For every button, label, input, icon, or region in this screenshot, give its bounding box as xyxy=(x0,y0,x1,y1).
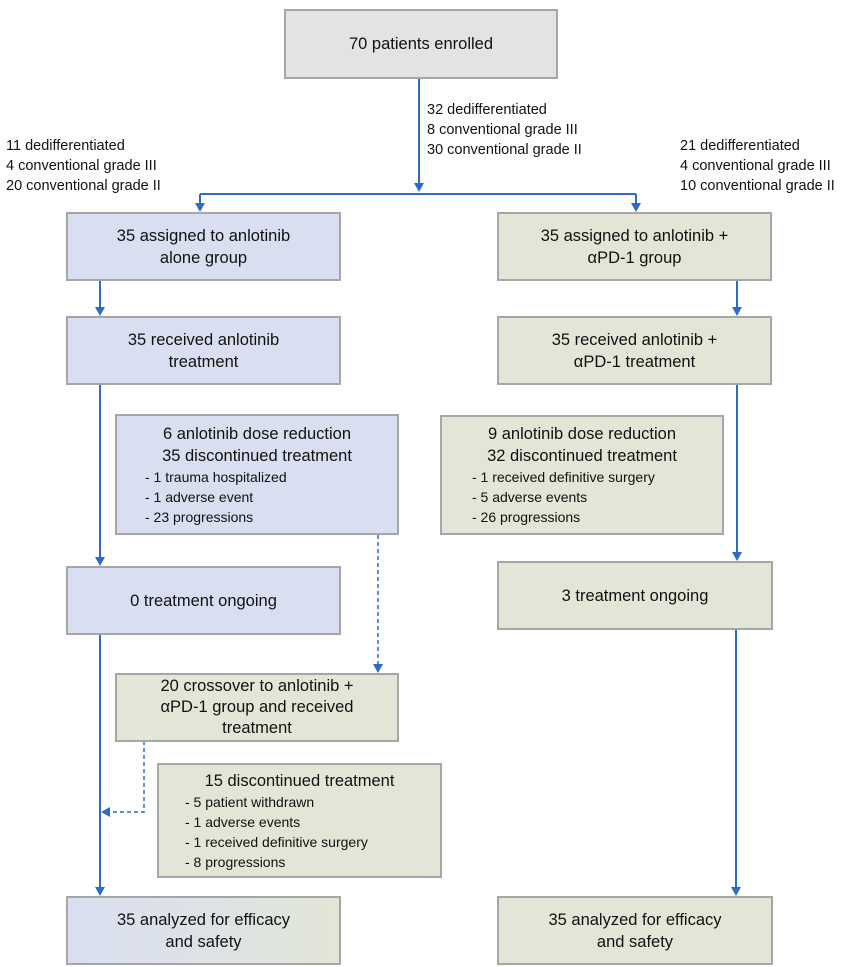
arrowhead xyxy=(101,807,110,817)
right-breakdown: 21 dedifferentiated 4 conventional grade… xyxy=(680,136,835,196)
box-line: alone group xyxy=(159,248,248,267)
breakdown-line: 11 dedifferentiated xyxy=(6,138,125,154)
breakdown-line: 4 conventional grade III xyxy=(6,158,157,174)
reason-item: - 1 received definitive surgery xyxy=(185,833,368,850)
reason-item: - 1 adverse event xyxy=(145,488,254,505)
arrowhead xyxy=(95,557,105,566)
box-headline: 32 discontinued treatment xyxy=(487,447,677,465)
left-discontinued-box: 6 anlotinib dose reduction 35 discontinu… xyxy=(115,414,399,535)
left-ongoing-box: 0 treatment ongoing xyxy=(66,566,341,635)
arrowhead xyxy=(631,203,641,212)
right-ongoing-box: 3 treatment ongoing xyxy=(497,561,773,630)
reason-item: - 8 progressions xyxy=(185,853,286,870)
left-breakdown: 11 dedifferentiated 4 conventional grade… xyxy=(6,136,161,196)
box-line: αPD-1 group xyxy=(587,248,682,267)
breakdown-line: 21 dedifferentiated xyxy=(680,138,800,154)
box-line: 35 assigned to anlotinib + xyxy=(540,226,729,245)
box-line: 3 treatment ongoing xyxy=(561,586,709,605)
enrolled-breakdown: 32 dedifferentiated 8 conventional grade… xyxy=(427,100,582,160)
breakdown-line: 4 conventional grade III xyxy=(680,158,831,174)
box-line: treatment xyxy=(222,719,292,737)
box-headline: 35 discontinued treatment xyxy=(162,446,352,465)
reason-item: - 5 patient withdrawn xyxy=(185,793,315,810)
reason-item: - 26 progressions xyxy=(472,509,581,525)
arrowhead xyxy=(195,203,205,212)
arrowhead xyxy=(732,552,742,561)
right-assigned-box: 35 assigned to anlotinib + αPD-1 group xyxy=(497,212,772,281)
reason-item: - 23 progressions xyxy=(145,508,254,525)
reason-item: - 1 adverse events xyxy=(185,813,301,830)
box-headline: 9 anlotinib dose reduction xyxy=(487,425,677,443)
box-line: 35 analyzed for efficacy xyxy=(548,910,722,929)
enrolled-box: 70 patients enrolled xyxy=(284,9,558,79)
box-line: and safety xyxy=(165,932,242,951)
breakdown-line: 10 conventional grade II xyxy=(680,178,835,194)
breakdown-line: 30 conventional grade II xyxy=(427,142,582,158)
arrowhead xyxy=(732,307,742,316)
connector-dashed-crossover-return xyxy=(110,741,145,813)
left-received-box: 35 received anlotinib treatment xyxy=(66,316,341,385)
box-headline: 6 anlotinib dose reduction xyxy=(162,424,352,443)
crossover-discontinued-box: 15 discontinued treatment - 5 patient wi… xyxy=(157,763,442,878)
box-headline: 15 discontinued treatment xyxy=(204,771,395,790)
breakdown-line: 20 conventional grade II xyxy=(6,178,161,194)
box-line: 20 crossover to anlotinib + xyxy=(160,677,354,695)
arrowhead xyxy=(414,183,424,192)
box-line: αPD-1 treatment xyxy=(573,352,696,371)
enrolled-label: 70 patients enrolled xyxy=(348,35,494,53)
reason-item: - 5 adverse events xyxy=(472,489,588,505)
crossover-box: 20 crossover to anlotinib + αPD-1 group … xyxy=(115,673,399,742)
arrowhead xyxy=(95,307,105,316)
breakdown-line: 8 conventional grade III xyxy=(427,122,578,138)
box-line: and safety xyxy=(596,932,674,951)
breakdown-line: 32 dedifferentiated xyxy=(427,102,547,118)
box-line: αPD-1 group and received xyxy=(160,698,354,716)
box-line: 35 assigned to anlotinib xyxy=(116,226,291,245)
box-line: treatment xyxy=(168,352,239,371)
box-line: 35 analyzed for efficacy xyxy=(116,910,291,929)
reason-item: - 1 received definitive surgery xyxy=(472,469,655,485)
right-analyzed-box: 35 analyzed for efficacy and safety xyxy=(497,896,773,965)
right-received-box: 35 received anlotinib + αPD-1 treatment xyxy=(497,316,772,385)
arrowhead xyxy=(731,887,741,896)
left-assigned-box: 35 assigned to anlotinib alone group xyxy=(66,212,341,281)
box-line: 0 treatment ongoing xyxy=(130,591,277,610)
box-line: 35 received anlotinib xyxy=(127,330,280,349)
reason-item: - 1 trauma hospitalized xyxy=(145,468,287,485)
left-analyzed-box: 35 analyzed for efficacy and safety xyxy=(66,896,341,965)
arrowhead xyxy=(373,664,383,673)
box-line: 35 received anlotinib + xyxy=(551,330,718,349)
right-discontinued-box: 9 anlotinib dose reduction 32 discontinu… xyxy=(440,415,724,535)
arrowhead xyxy=(95,887,105,896)
